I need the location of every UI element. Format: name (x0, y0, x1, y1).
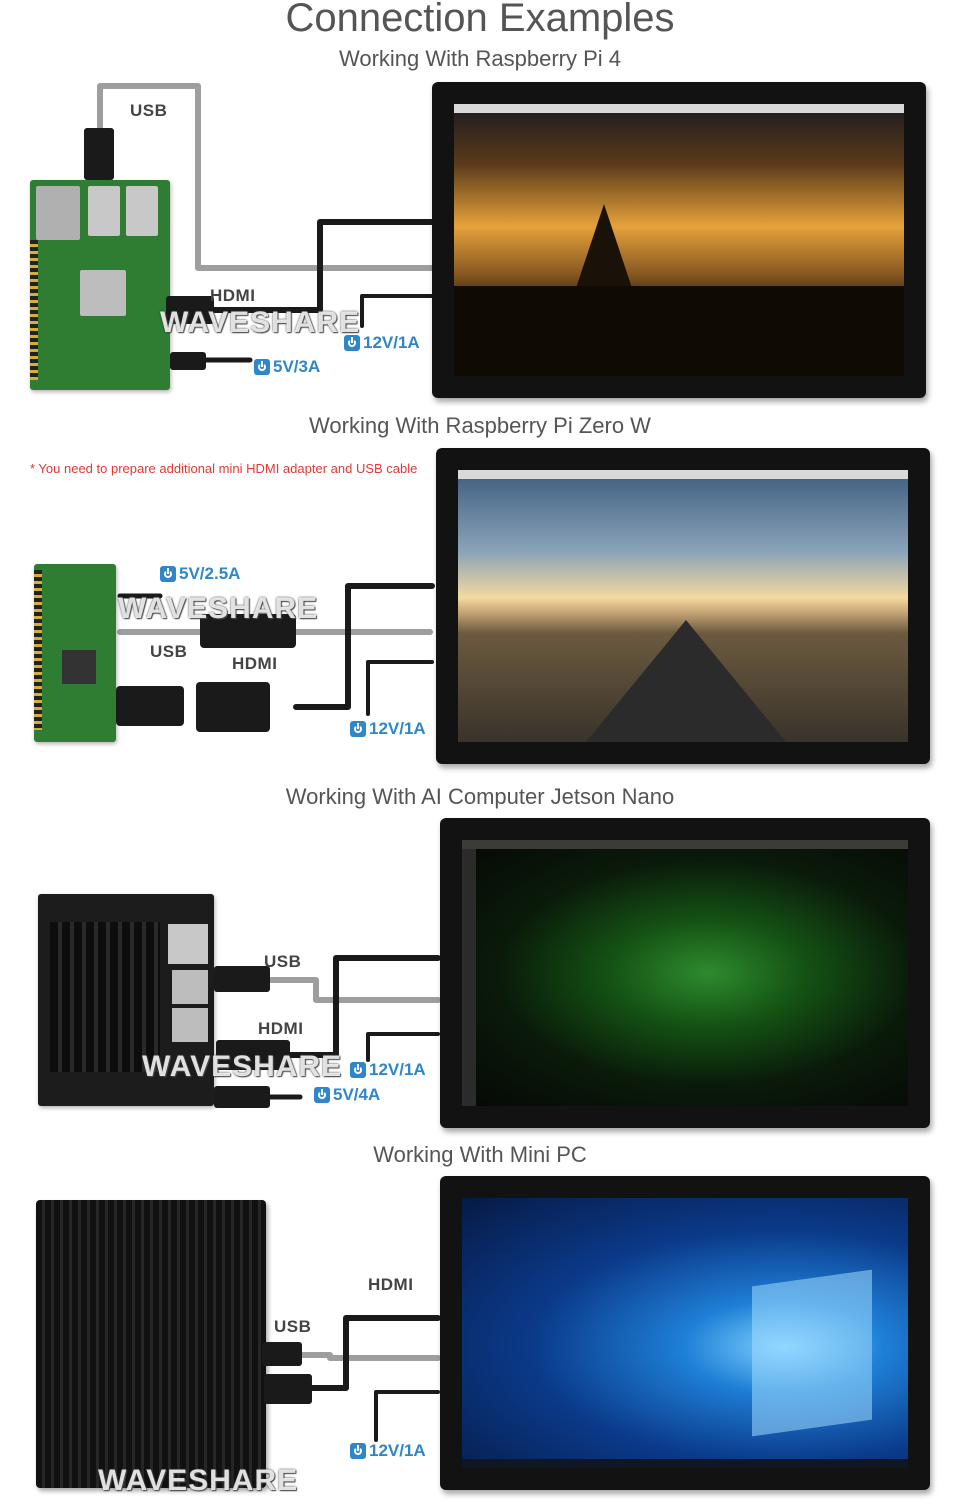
power-icon (350, 1443, 366, 1459)
usb-connector-icon (84, 128, 114, 180)
power-cable-display-2 (366, 660, 434, 716)
ground-silhouette (454, 286, 904, 376)
power-cable-display-3 (366, 1032, 440, 1062)
power-cable-display-4 (374, 1390, 440, 1442)
screen-ubuntu-desktop (462, 840, 908, 1106)
dc-barrel-icon (214, 1086, 270, 1108)
screen-windows-desktop (462, 1198, 908, 1468)
board-power-text: 5V/4A (333, 1085, 381, 1104)
heatsink (50, 922, 160, 1072)
desktop-taskbar (454, 104, 904, 113)
section-subtitle-pi-zero: Working With Raspberry Pi Zero W (309, 413, 651, 438)
display-monitor-2 (436, 448, 930, 764)
board-power-text: 5V/3A (273, 357, 321, 376)
board-power-text: 5V/2.5A (179, 564, 241, 583)
raspberry-pi-4-board (30, 180, 170, 390)
hdmi-connector-icon (216, 1040, 290, 1070)
display-power-rating: 12V/1A (350, 1441, 426, 1461)
hdmi-cable-pi4 (179, 219, 435, 313)
usb-port (172, 970, 208, 1004)
display-monitor-1 (432, 82, 926, 398)
windows-logo-panel (752, 1269, 872, 1437)
usb-cable-jetson (267, 977, 441, 1003)
page-title: Connection Examples (285, 0, 675, 40)
ethernet-port (168, 924, 208, 964)
adapter-note: * You need to prepare additional mini HD… (30, 461, 418, 476)
hdmi-connector-icon (196, 682, 270, 732)
power-icon (344, 335, 360, 351)
display-power-rating: 12V/1A (344, 333, 420, 353)
desktop-taskbar (462, 840, 908, 849)
ethernet-port (36, 186, 80, 240)
usb-port (126, 186, 158, 236)
power-cable-display-1 (360, 294, 434, 328)
waveshare-watermark: WAVESHARE (98, 1464, 299, 1497)
board-power-rating: 5V/2.5A (160, 564, 240, 584)
waveshare-watermark: WAVESHARE (118, 592, 319, 625)
display-power-rating: 12V/1A (350, 719, 426, 739)
mini-pc-enclosure (36, 1200, 266, 1488)
hdmi-label: HDMI (258, 1019, 304, 1038)
power-icon (350, 1062, 366, 1078)
power-icon (160, 566, 176, 582)
display-power-text: 12V/1A (369, 1060, 426, 1079)
board-power-rating: 5V/4A (314, 1085, 380, 1105)
hdmi-cable-zero (293, 583, 435, 710)
hdmi-connector-icon (264, 1374, 312, 1404)
display-power-text: 12V/1A (369, 719, 426, 738)
raspberry-pi-zero-board (34, 564, 116, 742)
display-monitor-4 (440, 1176, 930, 1490)
jetson-nano-board (38, 894, 214, 1106)
dc-barrel-icon (170, 352, 206, 370)
usb-label: USB (264, 952, 302, 971)
usb-connector-icon (262, 1342, 302, 1366)
road (586, 620, 786, 742)
desktop-taskbar (458, 470, 908, 479)
waveshare-watermark: WAVESHARE (160, 306, 361, 339)
usb-port (88, 186, 120, 236)
usb-label: USB (274, 1317, 312, 1336)
display-power-rating: 12V/1A (350, 1060, 426, 1080)
screen-road-sunset (458, 470, 908, 742)
hdmi-label: HDMI (210, 286, 256, 305)
section-subtitle-pi4: Working With Raspberry Pi 4 (338, 46, 621, 71)
waveshare-watermark: WAVESHARE (142, 1050, 343, 1083)
hdmi-cable-jetson (287, 955, 441, 1058)
usb-adapter-icon (200, 614, 296, 648)
hdmi-connector-icon (166, 296, 214, 324)
usb-label: USB (150, 642, 188, 661)
gpio-header (34, 570, 42, 730)
display-monitor-3 (440, 818, 930, 1128)
mini-hdmi-adapter-icon (116, 686, 184, 726)
screen-sunset-temple (454, 104, 904, 376)
usb-cable-pi4 (97, 83, 435, 271)
usb-connector-icon (214, 966, 270, 992)
usb-port (172, 1008, 208, 1042)
display-power-text: 12V/1A (363, 333, 420, 352)
cpu-chip (80, 270, 126, 316)
usb-label: USB (130, 101, 168, 120)
desktop-taskbar (462, 1459, 908, 1468)
hdmi-label: HDMI (368, 1275, 414, 1294)
ubuntu-launcher (462, 849, 476, 1106)
section-subtitle-mini-pc: Working With Mini PC (373, 1142, 587, 1167)
power-icon (350, 721, 366, 737)
power-icon (314, 1087, 330, 1103)
power-icon (254, 359, 270, 375)
board-power-rating: 5V/3A (254, 357, 320, 377)
cpu-chip (62, 650, 96, 684)
gpio-header (30, 240, 38, 380)
section-subtitle-jetson: Working With AI Computer Jetson Nano (285, 784, 675, 809)
display-power-text: 12V/1A (369, 1441, 426, 1460)
hdmi-label: HDMI (232, 654, 278, 673)
hdmi-cable-minipc (307, 1315, 441, 1391)
usb-cable-minipc (297, 1352, 441, 1361)
